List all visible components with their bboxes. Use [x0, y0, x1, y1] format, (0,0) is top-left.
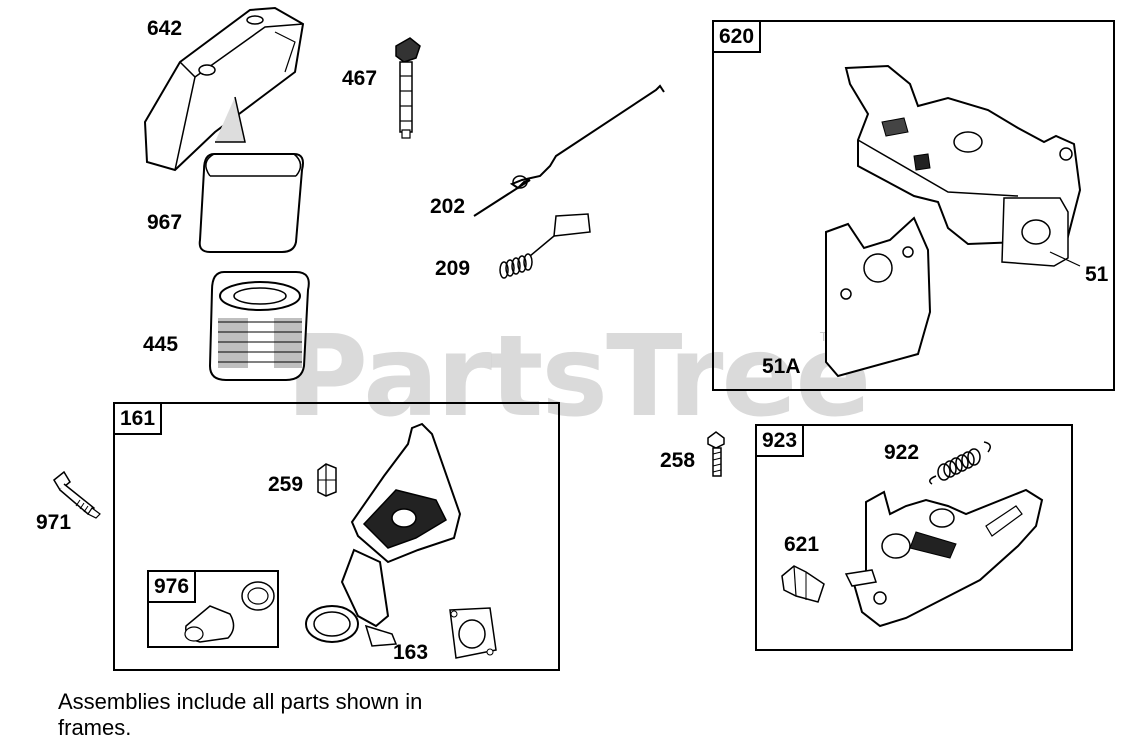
pre-cleaner-drawing[interactable]	[196, 150, 308, 256]
frame-976: 976	[147, 570, 279, 648]
spring-209-drawing[interactable]	[494, 212, 594, 282]
primer-bulb-drawing[interactable]	[180, 576, 276, 646]
control-bracket-drawing[interactable]	[846, 486, 1046, 632]
frame-620-tag[interactable]: 620	[712, 20, 762, 53]
frame-620: 620	[712, 20, 1115, 391]
shoulder-bolt-971-drawing[interactable]	[52, 470, 104, 520]
label-209[interactable]: 209	[435, 257, 471, 280]
frame-976-tag[interactable]: 976	[147, 570, 197, 603]
frame-923-tag[interactable]: 923	[755, 424, 805, 457]
label-51a[interactable]: 51A	[762, 355, 801, 378]
label-467[interactable]: 467	[342, 67, 378, 90]
bolt-467-drawing[interactable]	[390, 36, 424, 140]
label-202[interactable]: 202	[430, 195, 466, 218]
label-971[interactable]: 971	[36, 511, 72, 534]
label-967[interactable]: 967	[147, 211, 183, 234]
bolt-258-drawing[interactable]	[704, 430, 728, 478]
assemblies-footnote: Assemblies include all parts shown in fr…	[58, 689, 423, 740]
intake-elbow-drawing[interactable]	[296, 420, 470, 656]
label-922[interactable]: 922	[884, 441, 920, 464]
spring-922-drawing[interactable]	[924, 438, 994, 484]
label-642[interactable]: 642	[147, 17, 183, 40]
label-621[interactable]: 621	[784, 533, 820, 556]
clip-621-drawing[interactable]	[778, 562, 828, 606]
air-cleaner-cover-drawing[interactable]	[135, 2, 315, 174]
link-rod-drawing[interactable]	[470, 84, 670, 220]
label-259[interactable]: 259	[268, 473, 304, 496]
label-51[interactable]: 51	[1085, 263, 1109, 286]
governor-bracket-drawing[interactable]	[818, 62, 1098, 382]
label-163[interactable]: 163	[393, 641, 429, 664]
clip-259-drawing[interactable]	[314, 462, 340, 498]
frame-161-tag[interactable]: 161	[113, 402, 163, 435]
label-445[interactable]: 445	[143, 333, 179, 356]
air-filter-drawing[interactable]	[204, 262, 316, 384]
frame-923: 923	[755, 424, 1073, 651]
frame-161: 161	[113, 402, 560, 671]
label-258[interactable]: 258	[660, 449, 696, 472]
gasket-163-drawing[interactable]	[440, 604, 500, 662]
